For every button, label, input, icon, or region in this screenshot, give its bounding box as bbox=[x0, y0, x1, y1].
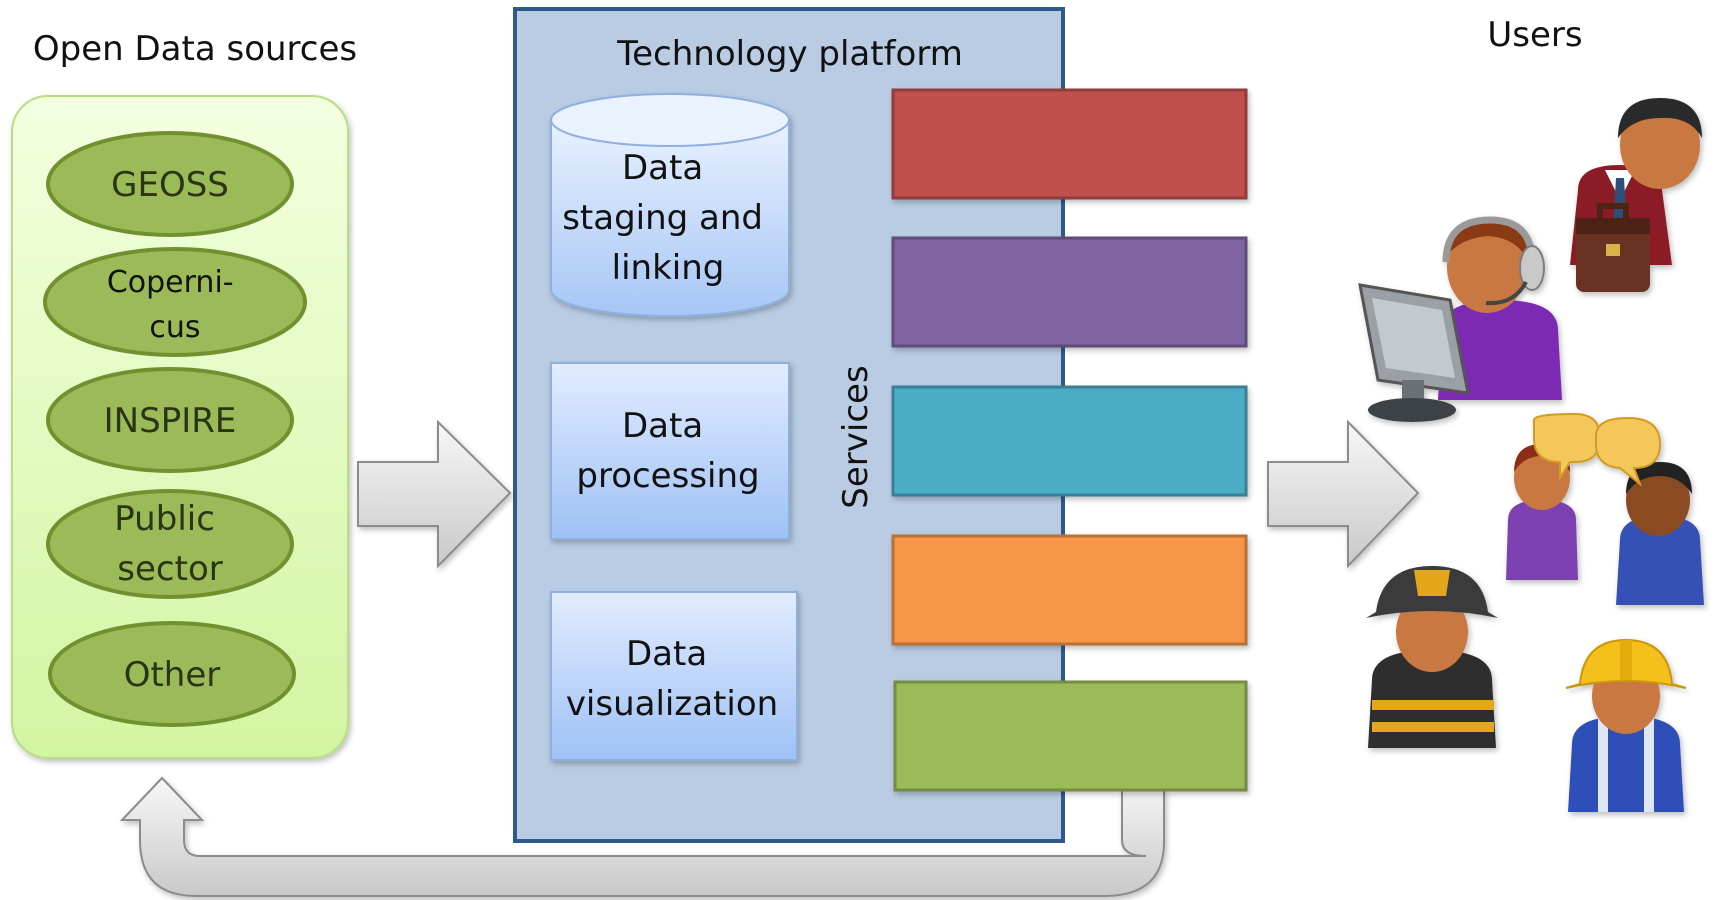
service-bar-orange bbox=[891, 534, 1248, 646]
service-bar-green bbox=[893, 680, 1248, 792]
service-bar-teal bbox=[891, 385, 1248, 497]
feedback-arrow-body bbox=[119, 776, 1165, 897]
data-visualization-label-line: visualization bbox=[566, 684, 778, 724]
source-copernicus: Coperni- cus bbox=[43, 247, 307, 357]
data-visualization-label: Data visualization bbox=[566, 634, 778, 724]
source-label: Coperni- cus bbox=[107, 265, 243, 345]
source-label: Public sector bbox=[114, 499, 225, 589]
data-staging-label: Data staging and linking bbox=[562, 148, 774, 288]
services-label: Services bbox=[836, 365, 876, 508]
source-inspire: INSPIRE bbox=[46, 367, 294, 473]
source-label-line: Coperni- bbox=[107, 265, 234, 300]
service-bar-purple bbox=[891, 236, 1248, 348]
data-staging-label-line: staging and bbox=[562, 198, 763, 238]
data-staging-label-line: linking bbox=[612, 248, 725, 288]
firefighter-icon bbox=[1366, 566, 1498, 748]
data-visualization-label-line: Data bbox=[626, 634, 707, 674]
construction-worker-icon bbox=[1565, 638, 1687, 812]
platform-title: Technology platform bbox=[616, 34, 963, 74]
users-title: Users bbox=[1487, 15, 1582, 55]
data-staging-database bbox=[550, 93, 790, 317]
data-processing-label-line: processing bbox=[576, 456, 759, 496]
source-label-line: Other bbox=[124, 655, 221, 695]
source-public-sector: Public sector bbox=[46, 489, 294, 599]
source-label: Other bbox=[124, 655, 221, 695]
call-center-agent-icon bbox=[1358, 216, 1562, 422]
source-label-line: cus bbox=[149, 310, 200, 345]
data-processing-label-line: Data bbox=[622, 406, 703, 446]
source-label-line: INSPIRE bbox=[104, 401, 237, 441]
source-label: GEOSS bbox=[111, 165, 229, 205]
source-label-line: GEOSS bbox=[111, 165, 229, 205]
chatting-people-icon bbox=[1506, 412, 1704, 605]
businessman-icon bbox=[1570, 98, 1702, 292]
arrow-to-users-icon bbox=[1267, 419, 1420, 569]
source-label-line: Public bbox=[114, 499, 215, 539]
source-label-line: sector bbox=[117, 549, 222, 589]
data-staging-label-line: Data bbox=[622, 148, 703, 188]
data-processing-box bbox=[550, 362, 790, 540]
data-visualization-box bbox=[550, 591, 798, 761]
arrow-to-platform-icon bbox=[357, 419, 512, 569]
source-geoss: GEOSS bbox=[46, 131, 294, 237]
source-other: Other bbox=[48, 621, 296, 727]
service-bar-red bbox=[891, 88, 1248, 200]
sources-title: Open Data sources bbox=[33, 29, 357, 69]
source-label: INSPIRE bbox=[104, 401, 237, 441]
data-processing-label: Data processing bbox=[576, 406, 759, 496]
